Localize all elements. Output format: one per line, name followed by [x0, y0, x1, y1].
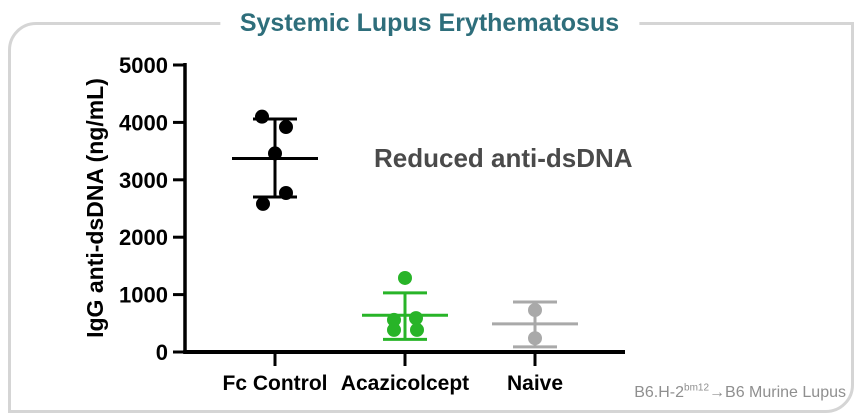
y-tick-label: 3000	[119, 168, 168, 193]
caption-superscript: bm12	[684, 382, 710, 394]
data-point	[398, 270, 412, 285]
x-category-label: Fc Control	[223, 372, 328, 395]
data-point	[256, 196, 270, 211]
data-point	[528, 331, 542, 346]
data-point	[268, 146, 282, 161]
study-model-caption: B6.H-2bm12→B6 Murine Lupus	[634, 382, 846, 402]
y-tick-label: 1000	[119, 283, 168, 308]
data-point	[255, 109, 269, 124]
caption-suffix: →B6 Murine Lupus	[709, 384, 846, 401]
data-point	[279, 186, 293, 201]
y-tick-label: 5000	[119, 53, 168, 78]
x-category-label: Naive	[507, 372, 563, 395]
data-point	[410, 322, 424, 337]
y-tick-label: 2000	[119, 225, 168, 250]
y-tick-label: 0	[156, 340, 168, 365]
data-point	[409, 311, 423, 326]
caption-prefix: B6.H-2	[634, 384, 685, 401]
data-point	[387, 322, 401, 337]
data-point	[387, 312, 401, 327]
y-axis-label: IgG anti-dsDNA (ng/mL)	[82, 78, 108, 338]
x-category-label: Acazicolcept	[341, 372, 469, 395]
data-point	[528, 303, 542, 318]
result-annotation: Reduced anti-dsDNA	[374, 143, 633, 173]
figure-title: Systemic Lupus Erythematosus	[219, 7, 640, 39]
data-point	[279, 119, 293, 134]
y-tick-label: 4000	[119, 110, 168, 135]
